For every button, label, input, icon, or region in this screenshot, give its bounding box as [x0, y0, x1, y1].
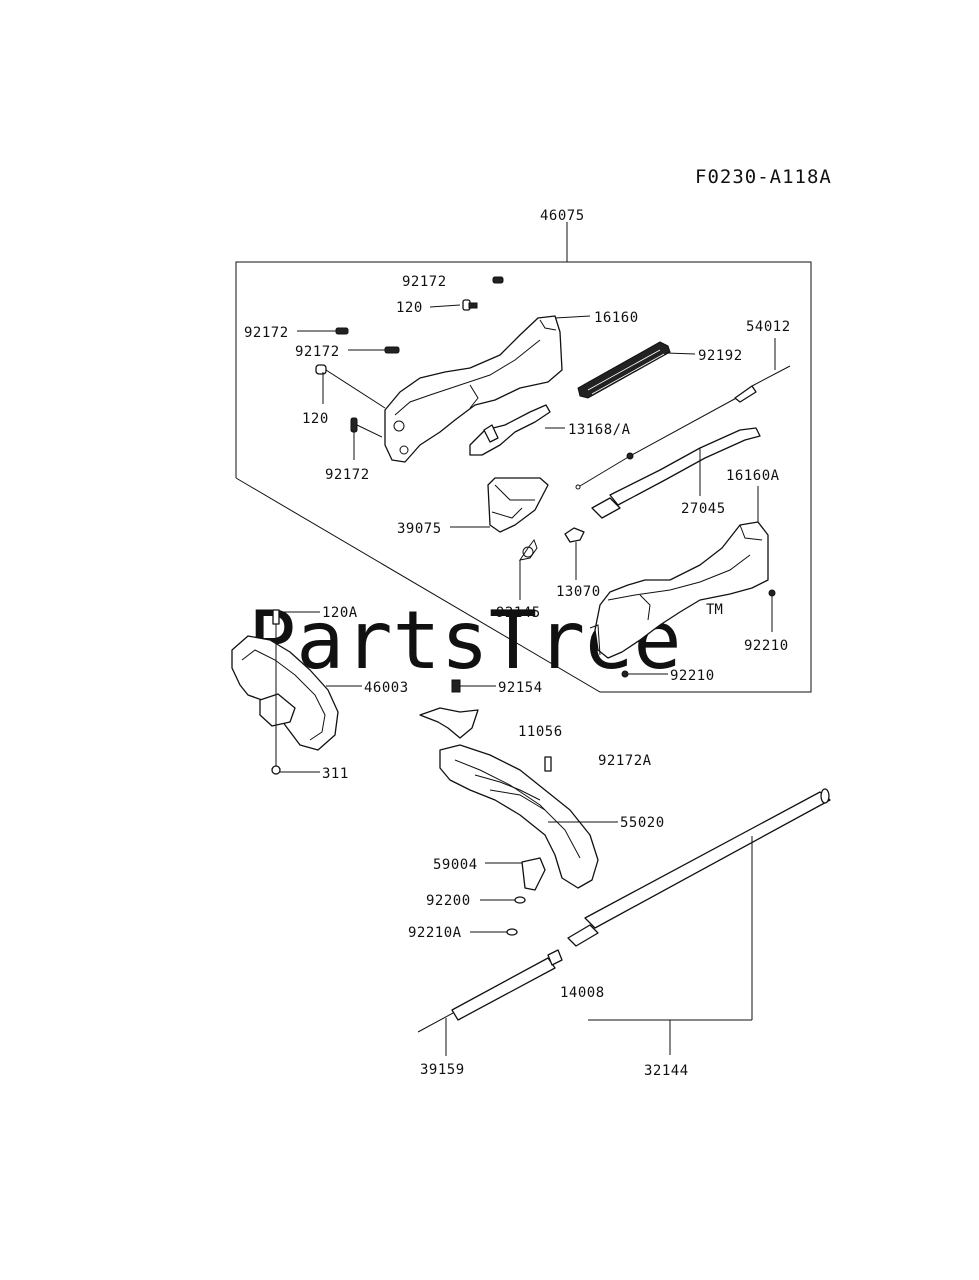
part-54012-throttle-cable [575, 365, 791, 490]
label-13168A: 13168/A [568, 422, 631, 438]
washer-92200 [514, 896, 526, 904]
part-59004-bracket [521, 857, 546, 891]
nut-92210A [506, 928, 518, 936]
label-39159: 39159 [420, 1062, 465, 1078]
part-16160-handle-housing [384, 315, 563, 463]
label-55020: 55020 [620, 815, 665, 831]
label-92172A: 92172A [598, 753, 652, 769]
leader-lines [279, 304, 776, 933]
label-92172-left: 92172 [244, 325, 289, 341]
label-13070: 13070 [556, 584, 601, 600]
label-54012: 54012 [746, 319, 791, 335]
label-14008: 14008 [560, 985, 605, 1001]
bolt-120-top [462, 299, 478, 311]
part-11056-bracket [419, 707, 479, 739]
assembly-box-46075 [235, 222, 812, 693]
label-27045: 27045 [681, 501, 726, 517]
part-27045-cable-guide [591, 427, 761, 519]
label-46075: 46075 [540, 208, 585, 224]
label-92145: 92145 [496, 605, 541, 621]
label-92210-right: 92210 [744, 638, 789, 654]
part-39075-switch-box [487, 477, 549, 533]
label-46003: 46003 [364, 680, 409, 696]
part-13168A-trigger [469, 404, 551, 456]
part-16160A-handle-housing [589, 521, 769, 659]
label-16160A: 16160A [726, 468, 780, 484]
label-120-top: 120 [396, 300, 423, 316]
screw-92154 [451, 679, 461, 693]
pin-92210-bottom [621, 670, 629, 678]
label-59004: 59004 [433, 857, 478, 873]
part-92192-grip [577, 341, 671, 399]
watermark-trademark: TM [706, 602, 723, 618]
label-120A: 120A [322, 605, 358, 621]
part-labels: 46075 92172 120 16160 54012 92172 92172 … [244, 208, 791, 1079]
diagram-code: F0230-A118A [695, 166, 832, 188]
pin-92210-right [768, 589, 776, 597]
label-92154: 92154 [498, 680, 543, 696]
label-92200: 92200 [426, 893, 471, 909]
bolt-120-side [315, 364, 386, 409]
label-92210-bottom: 92210 [670, 668, 715, 684]
label-16160: 16160 [594, 310, 639, 326]
screw-92172-lower [350, 417, 383, 438]
label-92172-lower: 92172 [325, 467, 370, 483]
part-39159-drive-shaft [417, 949, 563, 1056]
part-13070-clip [564, 527, 585, 543]
label-92192: 92192 [698, 348, 743, 364]
label-120-side: 120 [302, 411, 329, 427]
label-32144: 32144 [644, 1063, 689, 1079]
label-92172-mid: 92172 [295, 344, 340, 360]
screw-92172-mid [384, 346, 400, 354]
label-39075: 39075 [397, 521, 442, 537]
part-46003-loop-handle [231, 609, 339, 775]
label-11056: 11056 [518, 724, 563, 740]
label-92172-top: 92172 [402, 274, 447, 290]
label-311: 311 [322, 766, 349, 782]
part-32144-shaft-tube [567, 788, 831, 1055]
label-92210A: 92210A [408, 925, 462, 941]
part-55020-guard [439, 744, 599, 889]
screw-92172-left [335, 327, 349, 335]
part-92145-spring [518, 538, 538, 561]
screw-92172-top [492, 276, 504, 284]
screw-92172A [544, 756, 552, 772]
